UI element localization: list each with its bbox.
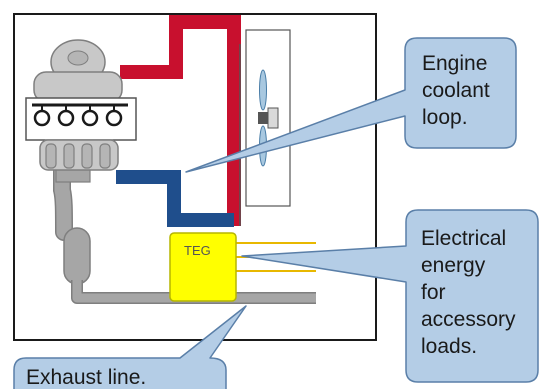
coolant-line-2: coolant <box>422 79 490 102</box>
electrical-callout <box>241 209 539 383</box>
teg-module <box>169 232 237 302</box>
electrical-line-5: loads. <box>421 335 478 358</box>
coolant-line-1: Engine <box>422 52 488 75</box>
engine-block <box>25 39 137 171</box>
coolant-callout <box>185 37 517 173</box>
teg-label: TEG <box>184 243 211 258</box>
electrical-line-4: accessory <box>421 308 516 331</box>
exhaust-manifold <box>45 143 111 169</box>
cold-coolant-pipe <box>116 170 234 227</box>
coolant-line-3: loop. <box>422 106 468 129</box>
coolant-callout-text: Engine coolant loop. <box>422 50 490 131</box>
exhaust-callout <box>13 305 247 389</box>
electrical-line-3: for <box>421 281 446 304</box>
cylinder-icon <box>33 105 123 127</box>
electrical-line-1: Electrical <box>421 227 507 250</box>
exhaust-callout-text: Exhaust line. <box>26 366 147 389</box>
hot-coolant-pipe <box>120 15 241 226</box>
electrical-line-2: energy <box>421 254 486 277</box>
electrical-callout-text: Electrical energy for accessory loads. <box>421 225 516 360</box>
